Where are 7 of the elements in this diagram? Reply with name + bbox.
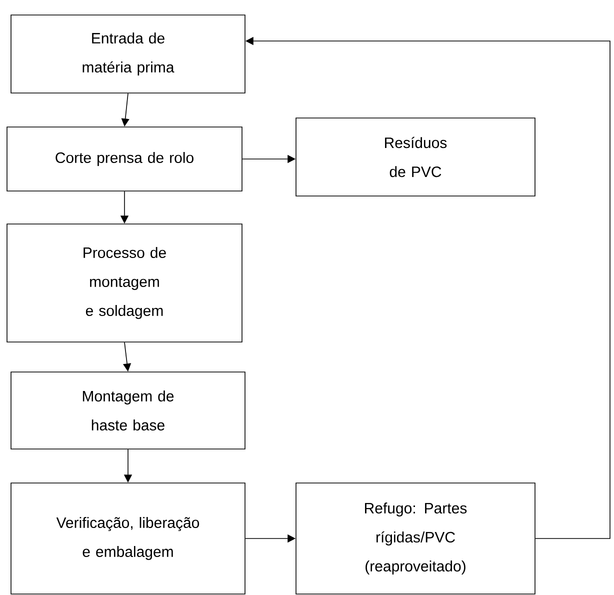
process-box: Refugo: Partes rígidas/PVC (reaproveitado) bbox=[296, 482, 536, 594]
process-box: Resíduos de PVC bbox=[296, 118, 536, 196]
process-box: Processo de montagem e soldagem bbox=[6, 224, 242, 342]
process-box: Verificação, liberação e embalagem bbox=[10, 482, 246, 594]
process-box: Entrada de matéria prima bbox=[10, 14, 246, 94]
process-box: Montagem de haste base bbox=[10, 372, 246, 450]
process-box: Corte prensa de rolo bbox=[6, 126, 242, 192]
